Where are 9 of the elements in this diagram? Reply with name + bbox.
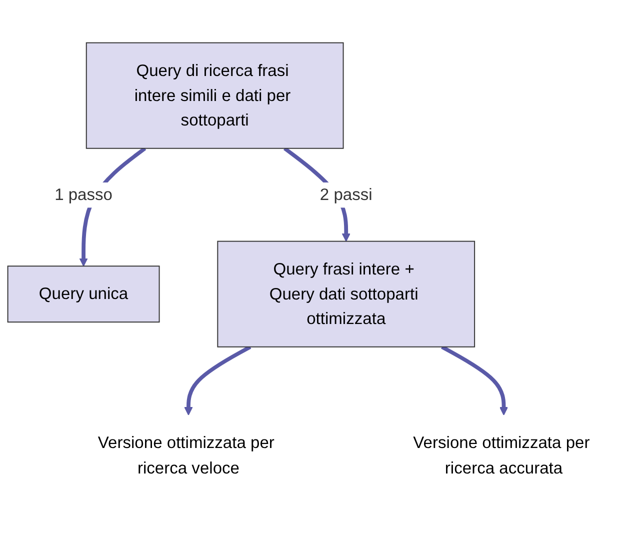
node-box: Query unica [7, 265, 160, 322]
edge-label: 1 passo [54, 185, 113, 204]
node-text: Versione ottimizzata per ricerca accurata [413, 433, 590, 477]
node-text: Versione ottimizzata per ricerca veloce [98, 433, 274, 477]
node-box: Query di ricerca frasi intere simili e dati per sottoparti [86, 42, 344, 149]
arrow [441, 344, 508, 416]
node-box: Query frasi intere + Query dati sottoparti ottimizzata [217, 240, 476, 348]
arrow [184, 344, 252, 416]
edge-label: 2 passi [320, 185, 372, 204]
